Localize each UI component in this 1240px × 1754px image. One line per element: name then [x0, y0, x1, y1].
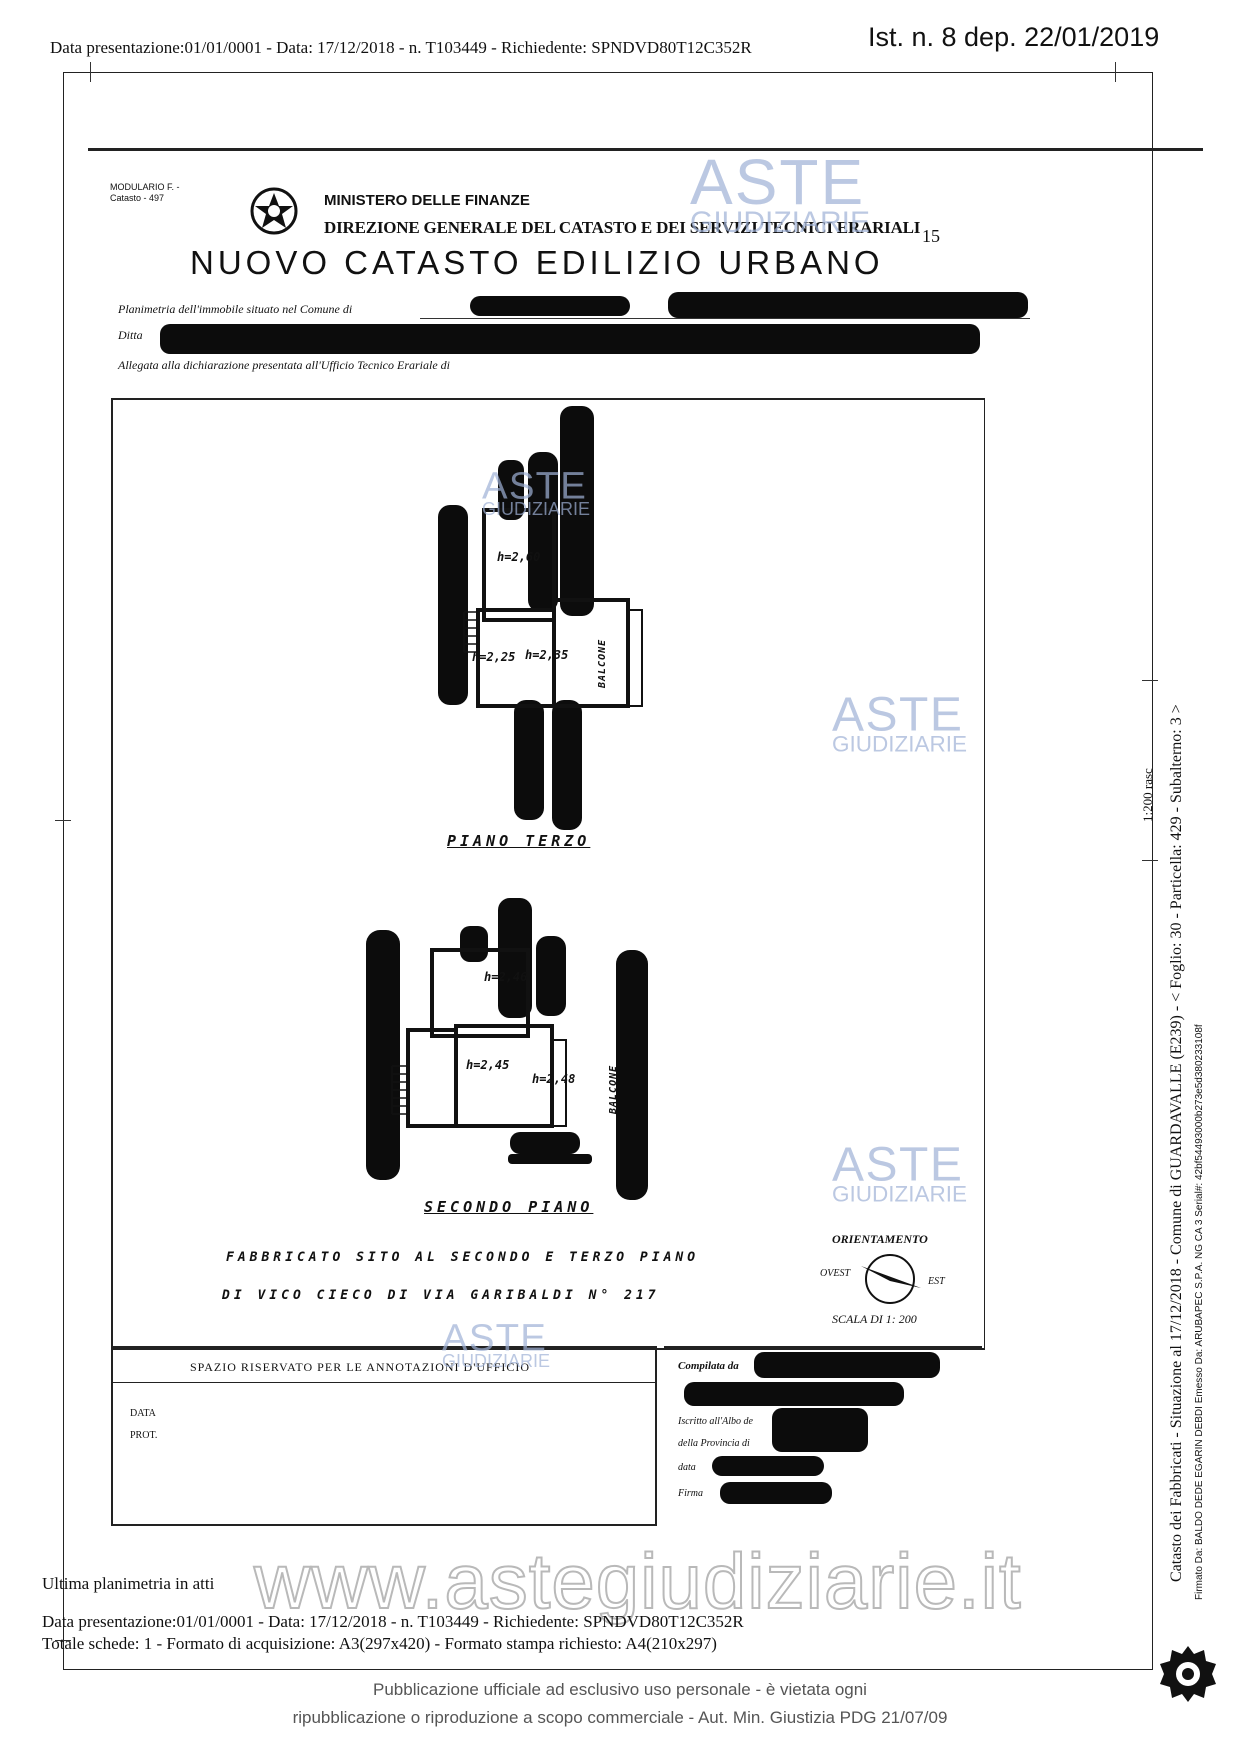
emblem-icon — [248, 185, 300, 237]
west-label: OVEST — [820, 1268, 850, 1279]
compiled-label: Compilata da — [678, 1360, 739, 1372]
plan-box — [111, 398, 985, 1350]
office-prot-label: PROT. — [130, 1430, 158, 1441]
building-description-1: FABBRICATO SITO AL SECONDO E TERZO PIANO — [226, 1250, 700, 1265]
form-title: NUOVO CATASTO EDILIZIO URBANO — [190, 244, 884, 281]
lower-floor-label: SECONDO PIANO — [424, 1198, 594, 1216]
last-plan-label: Ultima planimetria in atti — [42, 1574, 215, 1593]
redaction-comune-2 — [668, 292, 1028, 318]
allegata-label: Allegata alla dichiarazione presentata a… — [118, 358, 450, 372]
province-label: della Provincia di — [678, 1438, 750, 1449]
upper-room-1: h=2,60 — [497, 550, 541, 564]
redaction-comune — [470, 296, 630, 316]
deposit-stamp: Ist. n. 8 dep. 22/01/2019 — [868, 22, 1160, 52]
office-date-label: DATA — [130, 1408, 156, 1419]
footer-presentation-line: Data presentazione:01/01/0001 - Data: 17… — [42, 1612, 744, 1631]
redaction-compiler-2 — [684, 1382, 904, 1406]
ditta-label: Ditta — [118, 328, 143, 342]
compass-icon — [855, 1244, 925, 1314]
orientation-label: ORIENTAMENTO — [832, 1232, 928, 1246]
side-scale-mark: 1:200 rasc — [1140, 768, 1155, 822]
lower-room-1: h=2,46 — [484, 970, 528, 984]
notice-line-2: ripubblicazione o riproduzione a scopo c… — [292, 1708, 948, 1727]
lower-room-2: h=2,45 — [466, 1058, 510, 1072]
footer-totals-line: Totale schede: 1 - Formato di acquisizio… — [42, 1634, 717, 1653]
office-box-title: SPAZIO RISERVATO PER LE ANNOTAZIONI D'UF… — [190, 1360, 531, 1374]
redaction-date — [712, 1456, 824, 1476]
upper-floor-label: PIANO TERZO — [447, 832, 591, 850]
lower-room-3: h=2,48 — [532, 1072, 576, 1086]
page-number: 15 — [922, 226, 940, 246]
header-presentation-line: Data presentazione:01/01/0001 - Data: 17… — [50, 38, 752, 57]
redaction-compiler — [754, 1352, 940, 1378]
comune-label: Planimetria dell'immobile situato nel Co… — [118, 302, 353, 316]
notice-line-1: Pubblicazione ufficiale ad esclusivo uso… — [373, 1680, 867, 1699]
signature-side-line: Firmato Da: BALDO DEDE EGARIN DEBDI Emes… — [1194, 1024, 1205, 1600]
upper-balcony-label: BALCONE — [597, 638, 608, 688]
east-label: EST — [928, 1276, 945, 1287]
redaction-ditta — [160, 324, 980, 354]
catasto-side-line: Catasto dei Fabbricati - Situazione al 1… — [1168, 704, 1185, 1582]
watermark-site: www.astegiudiziarie.it — [253, 1536, 1022, 1626]
upper-room-2: h=2,25 — [472, 650, 516, 664]
seal-icon — [1158, 1644, 1218, 1704]
redaction-albo — [772, 1408, 868, 1452]
signature-label: Firma — [678, 1488, 703, 1499]
lower-balcony-label: BALCONE — [608, 1064, 619, 1114]
model-code: MODULARIO F. - Catasto - 497 — [110, 182, 180, 203]
building-description-2: DI VICO CIECO DI VIA GARIBALDI N° 217 — [222, 1288, 660, 1303]
office-box — [111, 1346, 657, 1526]
sheet-frame — [63, 72, 1153, 1670]
compiler-box — [664, 1346, 982, 1524]
direction-name: DIREZIONE GENERALE DEL CATASTO E DEI SER… — [324, 218, 921, 237]
enrolled-label: Iscritto all'Albo de — [678, 1416, 753, 1427]
scale-label: SCALA DI 1: 200 — [832, 1312, 917, 1326]
redaction-signature — [720, 1482, 832, 1504]
upper-room-3: h=2,35 — [525, 648, 569, 662]
date2-label: data — [678, 1462, 696, 1473]
ministry-name: MINISTERO DELLE FINANZE — [324, 192, 530, 209]
